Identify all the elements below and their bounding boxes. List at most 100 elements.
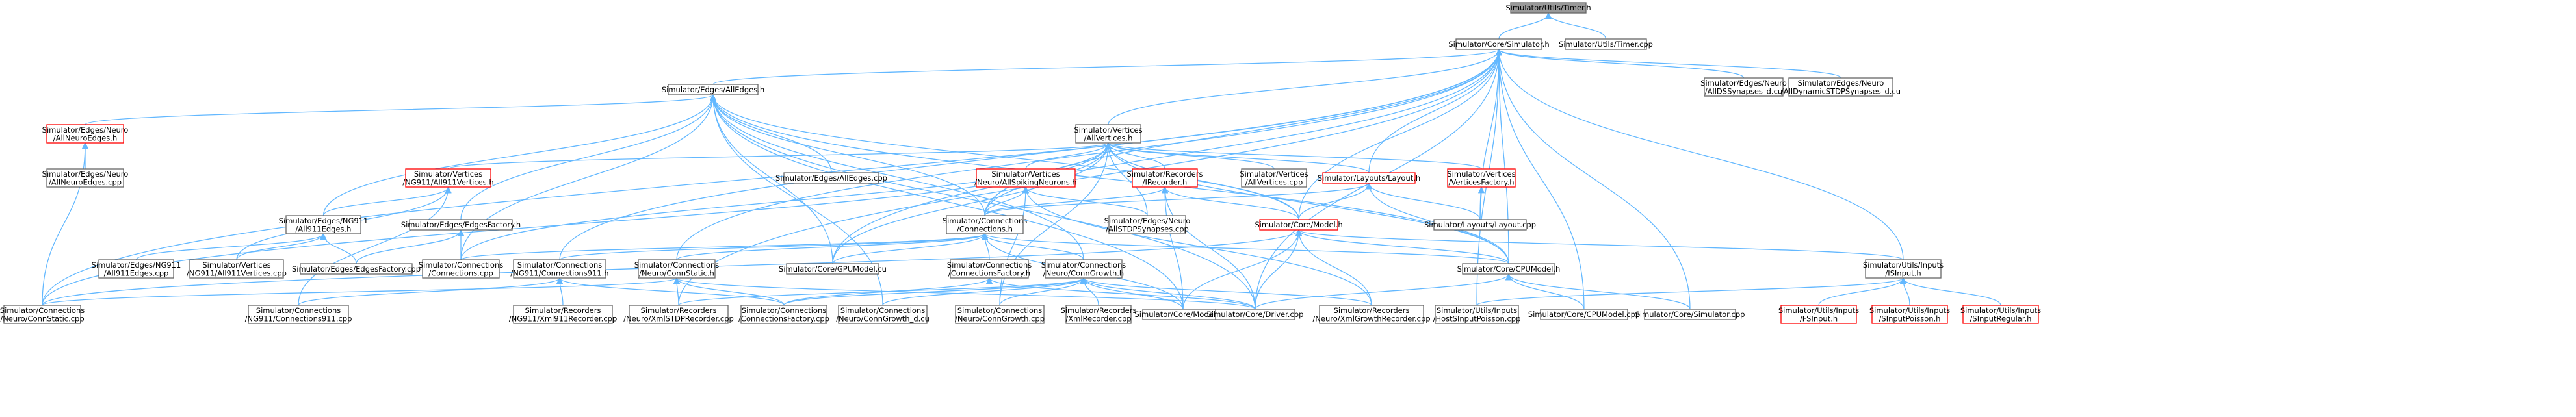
node-box (285, 215, 361, 234)
node-edgesfactory-cpp[interactable]: Simulator/Edges/EdgesFactory.cpp (292, 263, 421, 275)
node-sinputregular-h[interactable]: Simulator/Utils/Inputs/SInputRegular.h (1960, 305, 2041, 324)
node-gpumodel-cu[interactable]: Simulator/Core/GPUModel.cu (779, 263, 887, 275)
include-edge-alledges_h-to-connections_cpp (460, 94, 717, 260)
node-connfactory-h[interactable]: Simulator/Connections/ConnectionsFactory… (947, 259, 1032, 279)
include-edge-allvertices_h-to-allstdp_h (1104, 142, 1148, 216)
node-conn911-h[interactable]: Simulator/Connections/NG911/Connections9… (510, 259, 609, 279)
node-allstdp-h[interactable]: Simulator/Edges/Neuro/AllSTDPSynapses.cp… (1104, 215, 1191, 234)
include-edge-layout_h-to-layout_cpp (1365, 182, 1481, 220)
node-box (638, 259, 716, 279)
node-label-line: /ISInput.h (1885, 268, 1921, 277)
node-all911edges-cpp[interactable]: Simulator/Edges/NG911/All911Edges.cpp (92, 259, 181, 279)
node-label-line: Simulator/Utils/Inputs (1869, 306, 1950, 315)
node-driver-cpp[interactable]: Simulator/Core/Driver.cpp (1207, 309, 1304, 320)
node-connfactory-cpp[interactable]: Simulator/Connections/ConnectionsFactory… (738, 305, 829, 324)
node-label-line: Simulator/Edges/NG911 (92, 260, 181, 270)
node-label-line: Simulator/Edges/Neuro (1700, 79, 1787, 88)
node-box (1108, 215, 1186, 234)
node-conn911-cpp[interactable]: Simulator/Connections/NG911/Connections9… (245, 305, 352, 324)
node-label-line: /Neuro/XmlGrowthRecorder.cpp (1312, 314, 1430, 323)
node-box (1215, 309, 1295, 320)
node-layout-h[interactable]: Simulator/Layouts/Layout.h (1318, 172, 1420, 184)
node-allds-cu[interactable]: Simulator/Edges/Neuro/AllDSSynapses_d.cu (1700, 77, 1787, 97)
node-xmlstdp-cpp[interactable]: Simulator/Recorders/Neuro/XmlSTDPRecorde… (623, 305, 734, 324)
node-timer-cpp[interactable]: Simulator/Utils/Timer.cpp (1559, 38, 1653, 50)
node-alledges-h[interactable]: Simulator/Edges/AllEdges.h (662, 84, 764, 95)
node-label-line: Simulator/Utils/Inputs (1778, 306, 1859, 315)
node-label-line: Simulator/Connections (943, 216, 1027, 225)
node-irecorder-h[interactable]: Simulator/Recorders/IRecorder.h (1127, 168, 1203, 188)
node-all911vert-h[interactable]: Simulator/Vertices/NG911/All911Vertices.… (402, 168, 494, 188)
include-edge-conn911_h-to-connfactory_cpp (556, 277, 785, 306)
node-label-line: /XmlRecorder.cpp (1065, 314, 1131, 323)
node-label-line: /AllSTDPSynapses.cpp (1106, 224, 1189, 233)
include-edge-isinput_h-to-sinputregular_h (1899, 277, 2001, 306)
node-alldyn-cu[interactable]: Simulator/Edges/Neuro/AllDynamicSTDPSyna… (1781, 77, 1901, 97)
node-alledges-cpp[interactable]: Simulator/Edges/AllEdges.cpp (775, 172, 887, 184)
node-all911edges-h[interactable]: Simulator/Edges/NG911/All911Edges.h (279, 215, 369, 234)
node-label-line: /AllVertices.cpp (1245, 177, 1303, 186)
node-box (740, 305, 827, 324)
node-connstatic-h[interactable]: Simulator/Connections/Neuro/ConnStatic.h (634, 259, 719, 279)
node-label-line: Simulator/Edges/AllEdges.h (662, 85, 764, 94)
node-box (405, 168, 491, 188)
node-box (1788, 77, 1893, 97)
node-label-line: Simulator/Edges/NG911 (279, 216, 369, 225)
include-edge-allvertices_h-to-connections_cpp (460, 142, 1112, 260)
node-box (248, 305, 349, 324)
include-edge-simulator_h-to-connstatic_h (676, 48, 1503, 260)
node-cpumodel-h[interactable]: Simulator/Core/CPUModel.h (1457, 263, 1561, 275)
node-xmlgrowth-cpp[interactable]: Simulator/Recorders/Neuro/XmlGrowthRecor… (1312, 305, 1431, 324)
node-timer-h[interactable]: Simulator/Utils/Timer.h (1505, 2, 1591, 14)
include-edge-connections_h-to-cpumodel_h (982, 233, 1509, 264)
node-hostsinput-cpp[interactable]: Simulator/Utils/Inputs/HostSInputPoisson… (1433, 305, 1521, 324)
node-label-line: /All911Edges.cpp (104, 268, 169, 277)
node-sinputpoisson-h[interactable]: Simulator/Utils/Inputs/SInputPoisson.h (1869, 305, 1950, 324)
node-allspiking-h[interactable]: Simulator/Vertices/Neuro/AllSpikingNeuro… (974, 168, 1077, 188)
node-edgesfactory-h[interactable]: Simulator/Edges/EdgesFactory.h (401, 219, 521, 231)
node-vertfactory-h[interactable]: Simulator/Vertices/VerticesFactory.h (1447, 168, 1516, 188)
node-label-line: Simulator/Edges/Neuro (1104, 216, 1191, 225)
node-allneuroedges-cpp[interactable]: Simulator/Edges/Neuro/AllNeuroEdges.cpp (42, 168, 129, 188)
node-simulator-h[interactable]: Simulator/Core/Simulator.h (1448, 38, 1550, 50)
include-edge-conngrowth_h-to-connfactory_cpp (783, 277, 1087, 306)
node-xml911-cpp[interactable]: Simulator/Recorders/NG911/Xml911Recorder… (509, 305, 618, 324)
include-edge-simulator_h-to-simulator_cpp (1495, 48, 1691, 310)
node-connections-h[interactable]: Simulator/Connections/Connections.h (943, 215, 1027, 234)
node-all911vert-cpp[interactable]: Simulator/Vertices/NG911/All911Vertices.… (187, 259, 287, 279)
node-conngrowth-cpp[interactable]: Simulator/Connections/Neuro/ConnGrowth.c… (955, 305, 1045, 324)
node-box (1780, 305, 1857, 324)
node-label-line: Simulator/Layouts/Layout.cpp (1424, 220, 1536, 229)
node-fsinput-h[interactable]: Simulator/Utils/Inputs/FSInput.h (1778, 305, 1859, 324)
include-edge-alledges_h-to-conngrowth_h (709, 94, 1084, 260)
node-box (950, 259, 1029, 279)
include-edge-conngrowth_h-to-conngrowth_cu (882, 277, 1087, 306)
node-box (513, 305, 613, 324)
node-label-line: Simulator/Core/Simulator.h (1448, 40, 1549, 49)
node-conngrowth-h[interactable]: Simulator/Connections/Neuro/ConnGrowth.h (1041, 259, 1126, 279)
include-edge-simulator_h-to-gpumodel_cu (832, 48, 1503, 264)
node-model-cpp[interactable]: Simulator/Core/Model.cpp (1135, 309, 1232, 320)
include-edge-simulator_h-to-conn911_h (559, 48, 1503, 260)
node-simulator-cpp[interactable]: Simulator/Core/Simulator.cpp (1635, 309, 1745, 320)
node-conngrowth-cu[interactable]: Simulator/Connections/Neuro/ConnGrowth_d… (836, 305, 930, 324)
node-label-line: Simulator/Layouts/Layout.h (1318, 173, 1420, 183)
node-connstatic-cpp[interactable]: Simulator/Connections/Neuro/ConnStatic.c… (0, 305, 85, 324)
node-box (1565, 38, 1647, 50)
include-edge-conngrowth_h-to-driver_cpp (1080, 277, 1256, 310)
node-allvertices-cpp[interactable]: Simulator/Vertices/AllVertices.cpp (1240, 168, 1308, 188)
node-model-h[interactable]: Simulator/Core/Model.h (1255, 219, 1343, 231)
node-connections-cpp[interactable]: Simulator/Connections/Connections.cpp (419, 259, 503, 279)
node-xmlrecorder-cpp[interactable]: Simulator/Recorders/XmlRecorder.cpp (1061, 305, 1137, 324)
node-label-line: /Neuro/ConnStatic.cpp (0, 314, 84, 323)
node-allvertices-h[interactable]: Simulator/Vertices/AllVertices.h (1074, 124, 1143, 144)
node-cpumodel-cpp[interactable]: Simulator/Core/CPUModel.cpp (1528, 309, 1640, 320)
node-isinput-h[interactable]: Simulator/Utils/Inputs/ISInput.h (1863, 259, 1944, 279)
include-edge-conngrowth_h-to-xmlstdp_cpp (678, 277, 1087, 306)
node-allneuroedges-h[interactable]: Simulator/Edges/Neuro/AllNeuroEdges.h (42, 124, 129, 144)
node-layout-cpp[interactable]: Simulator/Layouts/Layout.cpp (1424, 219, 1536, 231)
node-label-line: Simulator/Utils/Inputs (1863, 260, 1944, 270)
include-edge-simulator_h-to-allds_cu (1495, 48, 1745, 79)
node-box (1075, 124, 1141, 144)
